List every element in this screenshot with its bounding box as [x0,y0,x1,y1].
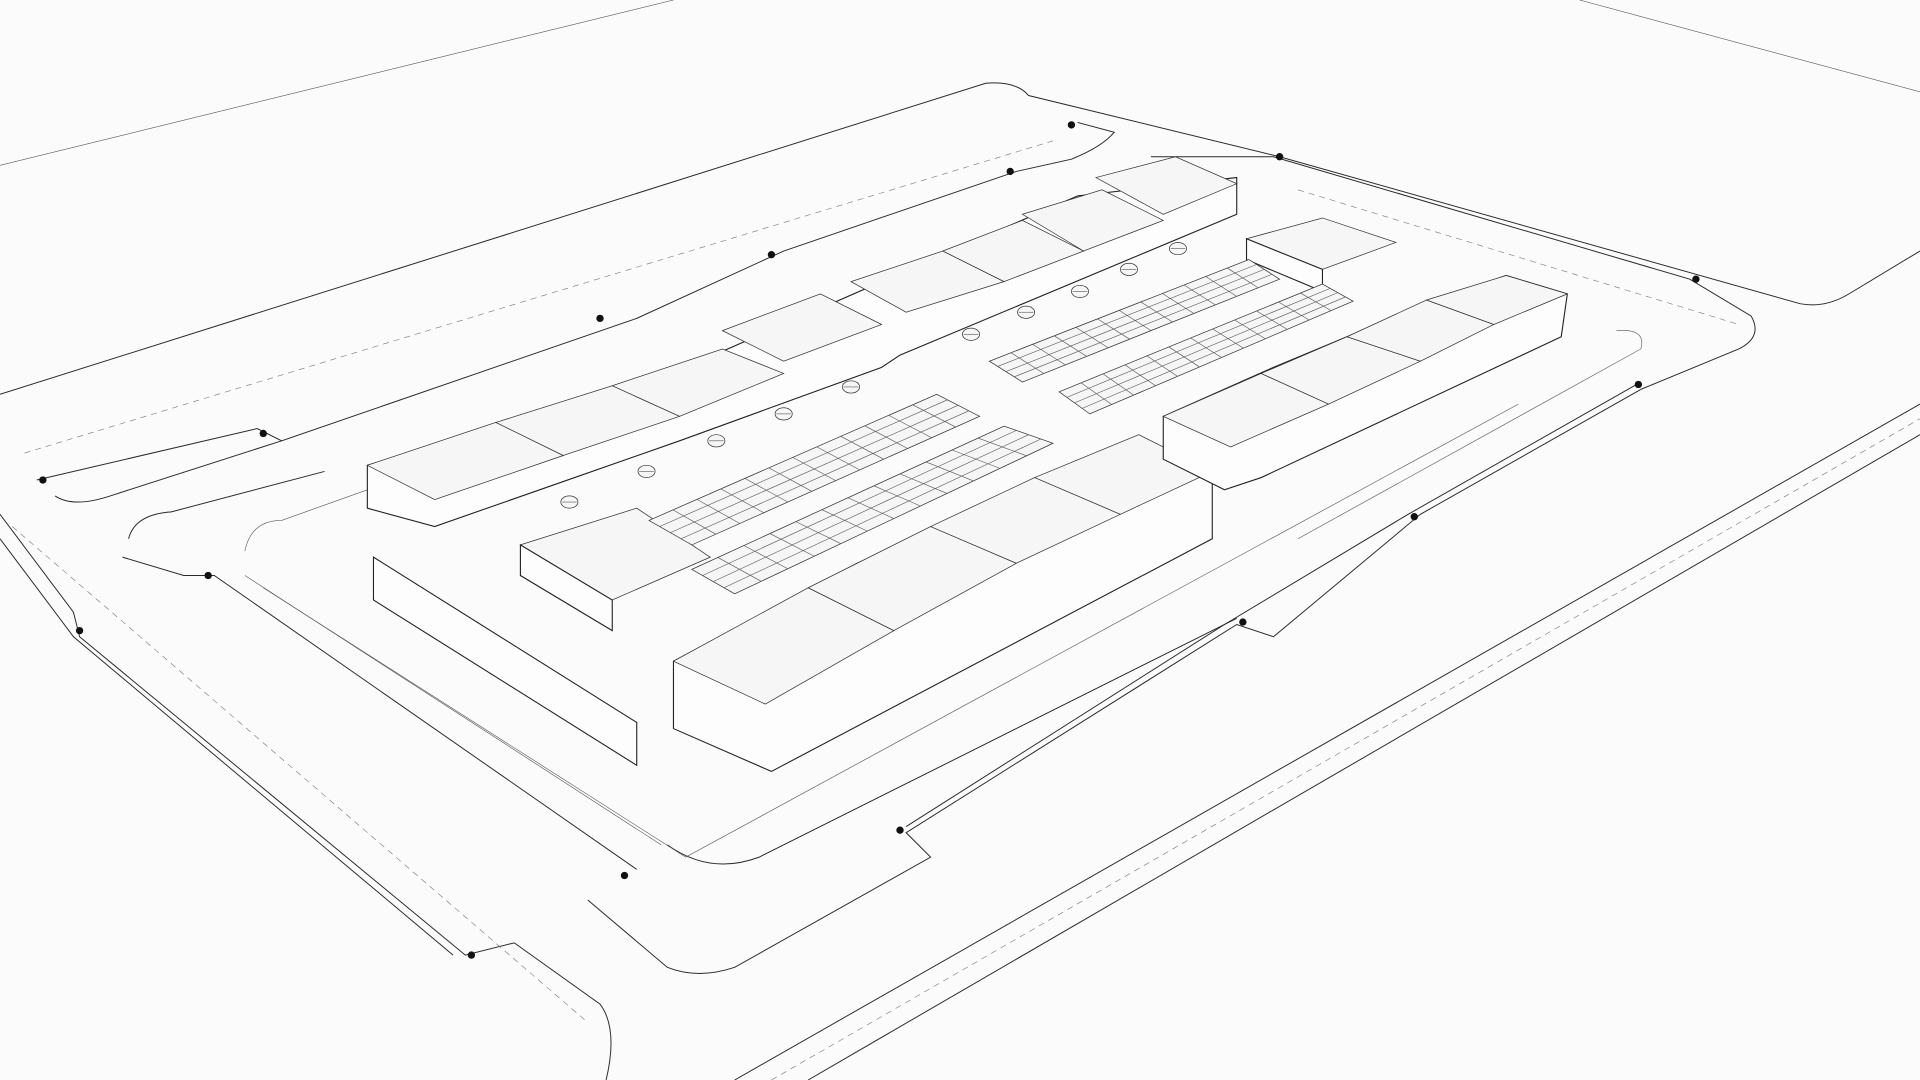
solar-grid-line [680,410,970,540]
solar-grid-line [1074,292,1338,404]
solar-grid-line [997,264,1257,367]
solar-grid-line [670,405,959,533]
solar-grid-line [702,430,1017,576]
solar-grid-line [713,434,1029,582]
parking-west [0,470,638,1080]
solar-grid-line [1005,269,1265,372]
solar-grid-line [1014,274,1273,378]
site-boundary [0,0,1920,395]
building-main [366,156,1569,773]
rooftop-units [560,242,1187,509]
roads [587,380,1920,1080]
solar-grid-line [723,438,1041,589]
site-inner-path [244,330,1643,858]
solar-grid-line [659,399,948,527]
parking-north [24,121,1756,503]
solar-arrays [648,259,1354,595]
solar-grid-line [1066,288,1331,398]
solar-grid-line [1082,296,1346,409]
